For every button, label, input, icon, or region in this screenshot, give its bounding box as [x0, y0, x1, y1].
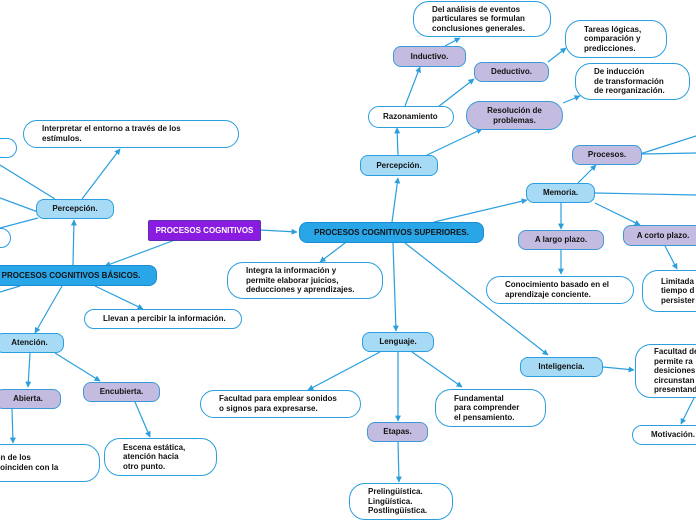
edge	[392, 242, 399, 332]
edge	[577, 164, 597, 184]
razonamiento-note[interactable]: Razonamiento	[368, 106, 454, 128]
inteligencia-desc-note[interactable]: Facultad de permite ra desiciones circun…	[635, 344, 696, 398]
edge	[259, 228, 298, 235]
inductivo-node[interactable]: Inductivo.	[393, 46, 466, 67]
edge	[404, 66, 421, 107]
left-note-top[interactable]	[0, 138, 17, 158]
corto-desc-note[interactable]: Limitada tiempo d persister	[642, 270, 696, 312]
resolucion-desc-note[interactable]: De inducción de transformación de reorga…	[575, 63, 690, 100]
inteligencia-node[interactable]: Inteligencia.	[520, 357, 603, 377]
edge	[70, 219, 77, 266]
edge	[54, 352, 101, 382]
integra-note[interactable]: Integra la información y permite elabora…	[227, 262, 383, 299]
edge	[437, 78, 475, 108]
encubierta-node[interactable]: Encubierta.	[83, 382, 160, 402]
edge	[411, 351, 463, 388]
central-node[interactable]: PROCESOS COGNITIVOS	[148, 220, 261, 241]
edge	[444, 37, 461, 47]
basicos-node[interactable]: PROCESOS COGNITIVOS BÁSICOS.	[0, 265, 157, 286]
resolucion-node[interactable]: Resolución de problemas.	[466, 101, 563, 130]
atencion-node[interactable]: Atención.	[0, 333, 64, 353]
edge	[594, 202, 641, 226]
edge	[0, 285, 21, 293]
edge	[395, 441, 402, 483]
deductivo-desc-note[interactable]: Tareas lógicas, comparación y prediccion…	[565, 20, 667, 58]
abierta-desc-note[interactable]: ción de los s coinciden con la	[0, 444, 100, 482]
edge	[391, 177, 401, 223]
edge	[404, 242, 549, 356]
edge	[394, 127, 401, 156]
corto-plazo-node[interactable]: A corto plazo.	[623, 225, 696, 246]
lenguaje-node[interactable]: Lenguaje.	[362, 332, 434, 352]
edge	[0, 197, 39, 213]
superiores-node[interactable]: PROCESOS COGNITIVOS SUPERIORES.	[299, 222, 484, 243]
edge	[664, 245, 678, 270]
edge	[34, 285, 63, 334]
lenguaje-fundamental-note[interactable]: Fundamental para comprender el pensamien…	[435, 389, 546, 427]
etapas-node[interactable]: Etapas.	[367, 422, 428, 442]
edge	[433, 198, 528, 223]
edge	[81, 148, 121, 200]
edge	[307, 351, 381, 391]
llevan-note[interactable]: Llevan a percibir la información.	[84, 309, 242, 329]
edge	[602, 366, 635, 373]
abierta-node[interactable]: Abierta.	[0, 389, 61, 409]
edge	[424, 128, 483, 157]
edge	[680, 393, 696, 425]
etapas-desc-note[interactable]: Prelingüística. Lingüística. Postlingüís…	[349, 483, 453, 520]
edge	[641, 152, 696, 155]
edge	[0, 164, 56, 200]
edge	[319, 242, 346, 263]
encubierta-desc-note[interactable]: Escena estática, atención hacia otro pun…	[104, 438, 217, 476]
deductivo-node[interactable]: Deductivo.	[474, 62, 549, 82]
edge	[94, 285, 144, 310]
edge	[134, 401, 151, 438]
edge	[25, 352, 32, 388]
edge	[0, 217, 39, 229]
edge	[547, 47, 567, 63]
largo-desc-note[interactable]: Conocimiento basado en el aprendizaje co…	[486, 276, 634, 304]
percepcion-sup-node[interactable]: Percepción.	[360, 155, 438, 176]
interpretar-note[interactable]: Interpretar el entorno a través de los e…	[23, 120, 239, 148]
largo-plazo-node[interactable]: A largo plazo.	[518, 230, 604, 250]
lenguaje-facultad-note[interactable]: Facultad para emplear sonidos o signos p…	[200, 390, 361, 418]
edge	[104, 239, 176, 267]
edge	[9, 408, 16, 444]
procesos-node[interactable]: Procesos.	[572, 145, 642, 165]
edge	[594, 192, 696, 196]
edge	[639, 135, 696, 155]
edge	[562, 95, 581, 104]
inductivo-desc-note[interactable]: Del análisis de eventos particulares se …	[413, 1, 551, 37]
percepcion-bas-node[interactable]: Percepción.	[36, 199, 114, 219]
memoria-node[interactable]: Memoria.	[526, 183, 595, 203]
motivacion-note[interactable]: Motivación.	[632, 425, 696, 445]
